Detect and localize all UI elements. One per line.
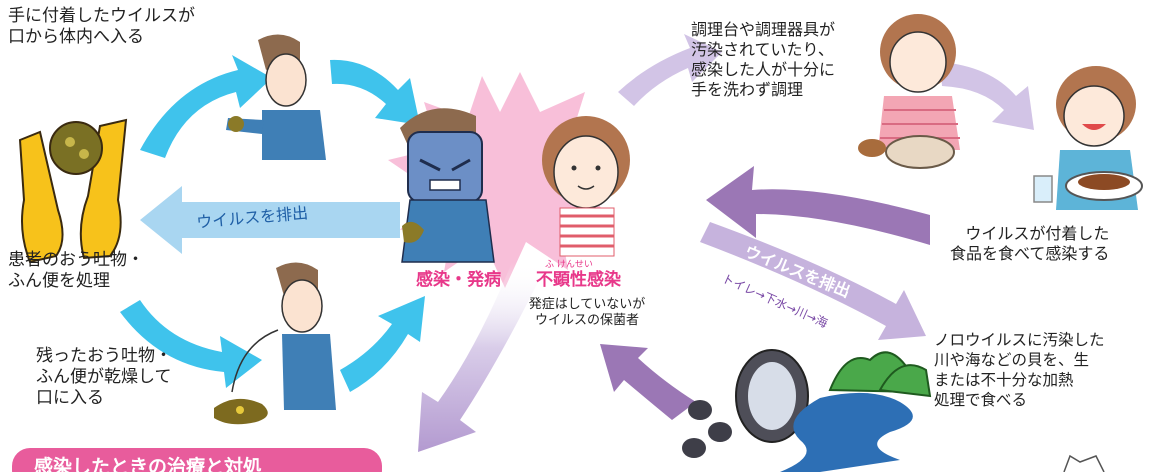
cycle-arrow-up	[140, 55, 272, 158]
arrow-to-child	[940, 62, 1034, 130]
treatment-banner[interactable]	[12, 448, 382, 472]
arrow-food-to-center	[706, 166, 930, 245]
man-icon	[226, 34, 326, 160]
label-food-infection: ウイルスが付着した 食品を食べて感染する	[950, 224, 1110, 263]
corner-doodle	[1063, 454, 1105, 472]
label-infection-onset: 感染・発病	[416, 270, 501, 290]
cook-icon	[858, 14, 960, 169]
arrow-to-treatment	[418, 262, 548, 452]
label-inapparent-infection: 不顕性感染	[536, 270, 621, 290]
label-cook-contamination: 調理台や調理器具が 汚染されていたり、 感染した人が十分に 手を洗わず調理	[691, 20, 836, 99]
arrow-shellfish-to-center	[600, 344, 696, 420]
arrow-to-cook	[618, 34, 722, 106]
child-eating-icon	[1033, 66, 1143, 210]
man-bottom-icon	[231, 262, 336, 410]
label-inapparent-ruby: ふ けんせい	[545, 260, 593, 270]
cycle-arrow-to-center-bottom	[340, 296, 425, 392]
glove-icon	[18, 118, 128, 264]
label-shellfish-infection: ノロウイルスに汚染した 川や海などの貝を、生 または不十分な加熱 処理で食べる	[934, 331, 1105, 409]
excretion-arrow-left	[140, 186, 400, 254]
label-hand-to-mouth: 手に付着したウイルスが 口から体内へ入る	[8, 6, 195, 47]
excretion-arrow-sea	[700, 222, 926, 340]
hills-icon	[828, 351, 932, 398]
river-icon	[780, 392, 913, 472]
label-inapparent-note: 発症はしていないが ウイルスの保菌者	[528, 297, 646, 328]
label-dried-residue: 残ったおう吐物・ ふん便が乾燥して 口に入る	[36, 346, 172, 408]
shellfish-icon	[682, 349, 809, 458]
sick-man-icon	[400, 108, 495, 263]
label-patient-handling: 患者のおう吐物・ ふん便を処理	[8, 250, 144, 291]
vomit-icon	[214, 398, 268, 425]
treatment-banner-text: 感染したときの治療と対処	[34, 456, 263, 472]
woman-icon	[542, 116, 630, 257]
cycle-arrow-down	[120, 300, 262, 388]
cycle-arrow-to-center-top	[330, 59, 420, 125]
